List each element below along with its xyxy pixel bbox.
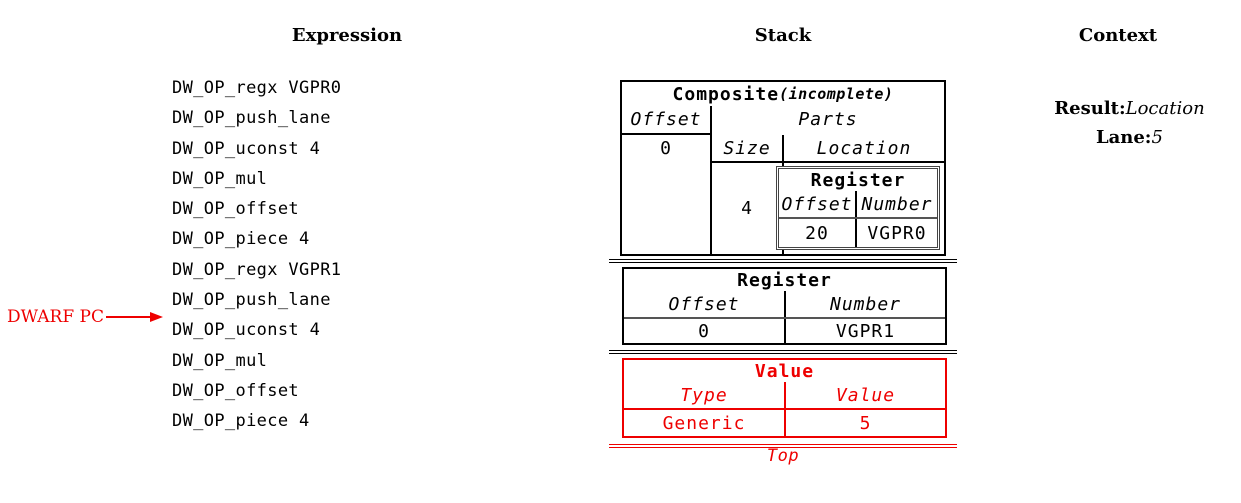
expression-op-5: DW_OP_offset bbox=[172, 199, 300, 220]
register-offset-header: Offset bbox=[668, 293, 740, 315]
composite-offset-header: Offset bbox=[630, 109, 702, 130]
part-register-number-value: VGPR0 bbox=[867, 222, 927, 244]
register-header-underline bbox=[624, 317, 945, 319]
stack-entry-register-table: Register Offset Number 0 VGPR1 bbox=[622, 267, 947, 345]
context-result-value: Location bbox=[1125, 98, 1205, 119]
part-register-column-divider bbox=[855, 191, 857, 247]
value-header-underline bbox=[624, 408, 945, 410]
expression-op-11: DW_OP_offset bbox=[172, 380, 300, 401]
composite-offset-parts-divider bbox=[710, 106, 712, 254]
part-register-offset-header: Offset bbox=[781, 193, 853, 215]
composite-part-register-table: Register Offset Number 20 VGPR0 bbox=[776, 166, 940, 250]
stack-top-separator bbox=[609, 444, 957, 448]
composite-size-header: Size bbox=[723, 137, 771, 159]
composite-parts-underline bbox=[712, 161, 944, 163]
part-register-header-underline bbox=[779, 217, 937, 219]
expression-op-1: DW_OP_regx VGPR0 bbox=[172, 78, 342, 98]
stack-entry-value-table: Value Type Value Generic 5 bbox=[622, 358, 947, 438]
dwarf-pc-label: DWARF PC bbox=[7, 307, 104, 327]
arrow-right-icon bbox=[149, 312, 163, 322]
context-lane-label: Lane: bbox=[1095, 127, 1152, 148]
expression-op-8: DW_OP_push_lane bbox=[172, 290, 331, 311]
expression-op-9: DW_OP_uconst 4 bbox=[172, 320, 321, 341]
part-register-title: Register bbox=[810, 169, 906, 191]
context-lane-row: Lane:5 bbox=[1018, 108, 1218, 148]
composite-qualifier: (incomplete) bbox=[779, 85, 894, 103]
expression-column-header: Expression bbox=[291, 25, 403, 46]
stack-entry-composite-table: Composite(incomplete) Offset Parts 0 Siz… bbox=[620, 80, 946, 256]
expression-op-7: DW_OP_regx VGPR1 bbox=[172, 259, 342, 280]
expression-op-12: DW_OP_piece 4 bbox=[172, 411, 310, 432]
value-value-header: Value bbox=[835, 384, 896, 406]
part-register-offset-value: 20 bbox=[805, 222, 829, 244]
value-type-value: Generic bbox=[662, 412, 746, 434]
composite-part-size-value: 4 bbox=[741, 198, 753, 219]
value-value-value: 5 bbox=[859, 412, 872, 434]
composite-title: Composite bbox=[672, 83, 780, 105]
expression-op-6: DW_OP_piece 4 bbox=[172, 229, 310, 250]
value-type-header: Type bbox=[680, 384, 728, 406]
expression-op-list: DW_OP_regx VGPR0 DW_OP_push_lane DW_OP_u… bbox=[172, 73, 341, 437]
composite-offset-value: 0 bbox=[660, 137, 672, 159]
register-offset-value: 0 bbox=[698, 320, 710, 342]
context-result-row: Result:Location bbox=[1018, 79, 1218, 119]
expression-op-4: DW_OP_mul bbox=[172, 168, 268, 189]
composite-title-row: Composite(incomplete) bbox=[622, 82, 944, 106]
expression-op-10: DW_OP_mul bbox=[172, 350, 268, 371]
composite-offset-underline bbox=[622, 133, 710, 135]
expression-op-3: DW_OP_uconst 4 bbox=[172, 138, 321, 159]
context-lane-value: 5 bbox=[1151, 127, 1163, 148]
composite-location-header: Location bbox=[816, 137, 912, 159]
dwarf-pc-pointer: DWARF PC bbox=[7, 306, 163, 328]
context-result-label: Result: bbox=[1054, 98, 1126, 119]
register-number-value: VGPR1 bbox=[835, 320, 896, 342]
context-column-header: Context bbox=[1078, 25, 1158, 46]
expression-op-2: DW_OP_push_lane bbox=[172, 108, 331, 129]
stack-column-header: Stack bbox=[754, 25, 812, 46]
arrow-shaft-icon bbox=[105, 316, 150, 318]
stack-entry-separator bbox=[609, 259, 957, 263]
part-register-number-header: Number bbox=[861, 193, 933, 215]
stack-top-label: Top bbox=[766, 446, 800, 466]
register-number-header: Number bbox=[829, 293, 902, 315]
composite-parts-header: Parts bbox=[798, 109, 858, 130]
register-title: Register bbox=[737, 269, 832, 291]
stack-entry-separator bbox=[609, 350, 957, 354]
value-title: Value bbox=[754, 360, 815, 382]
